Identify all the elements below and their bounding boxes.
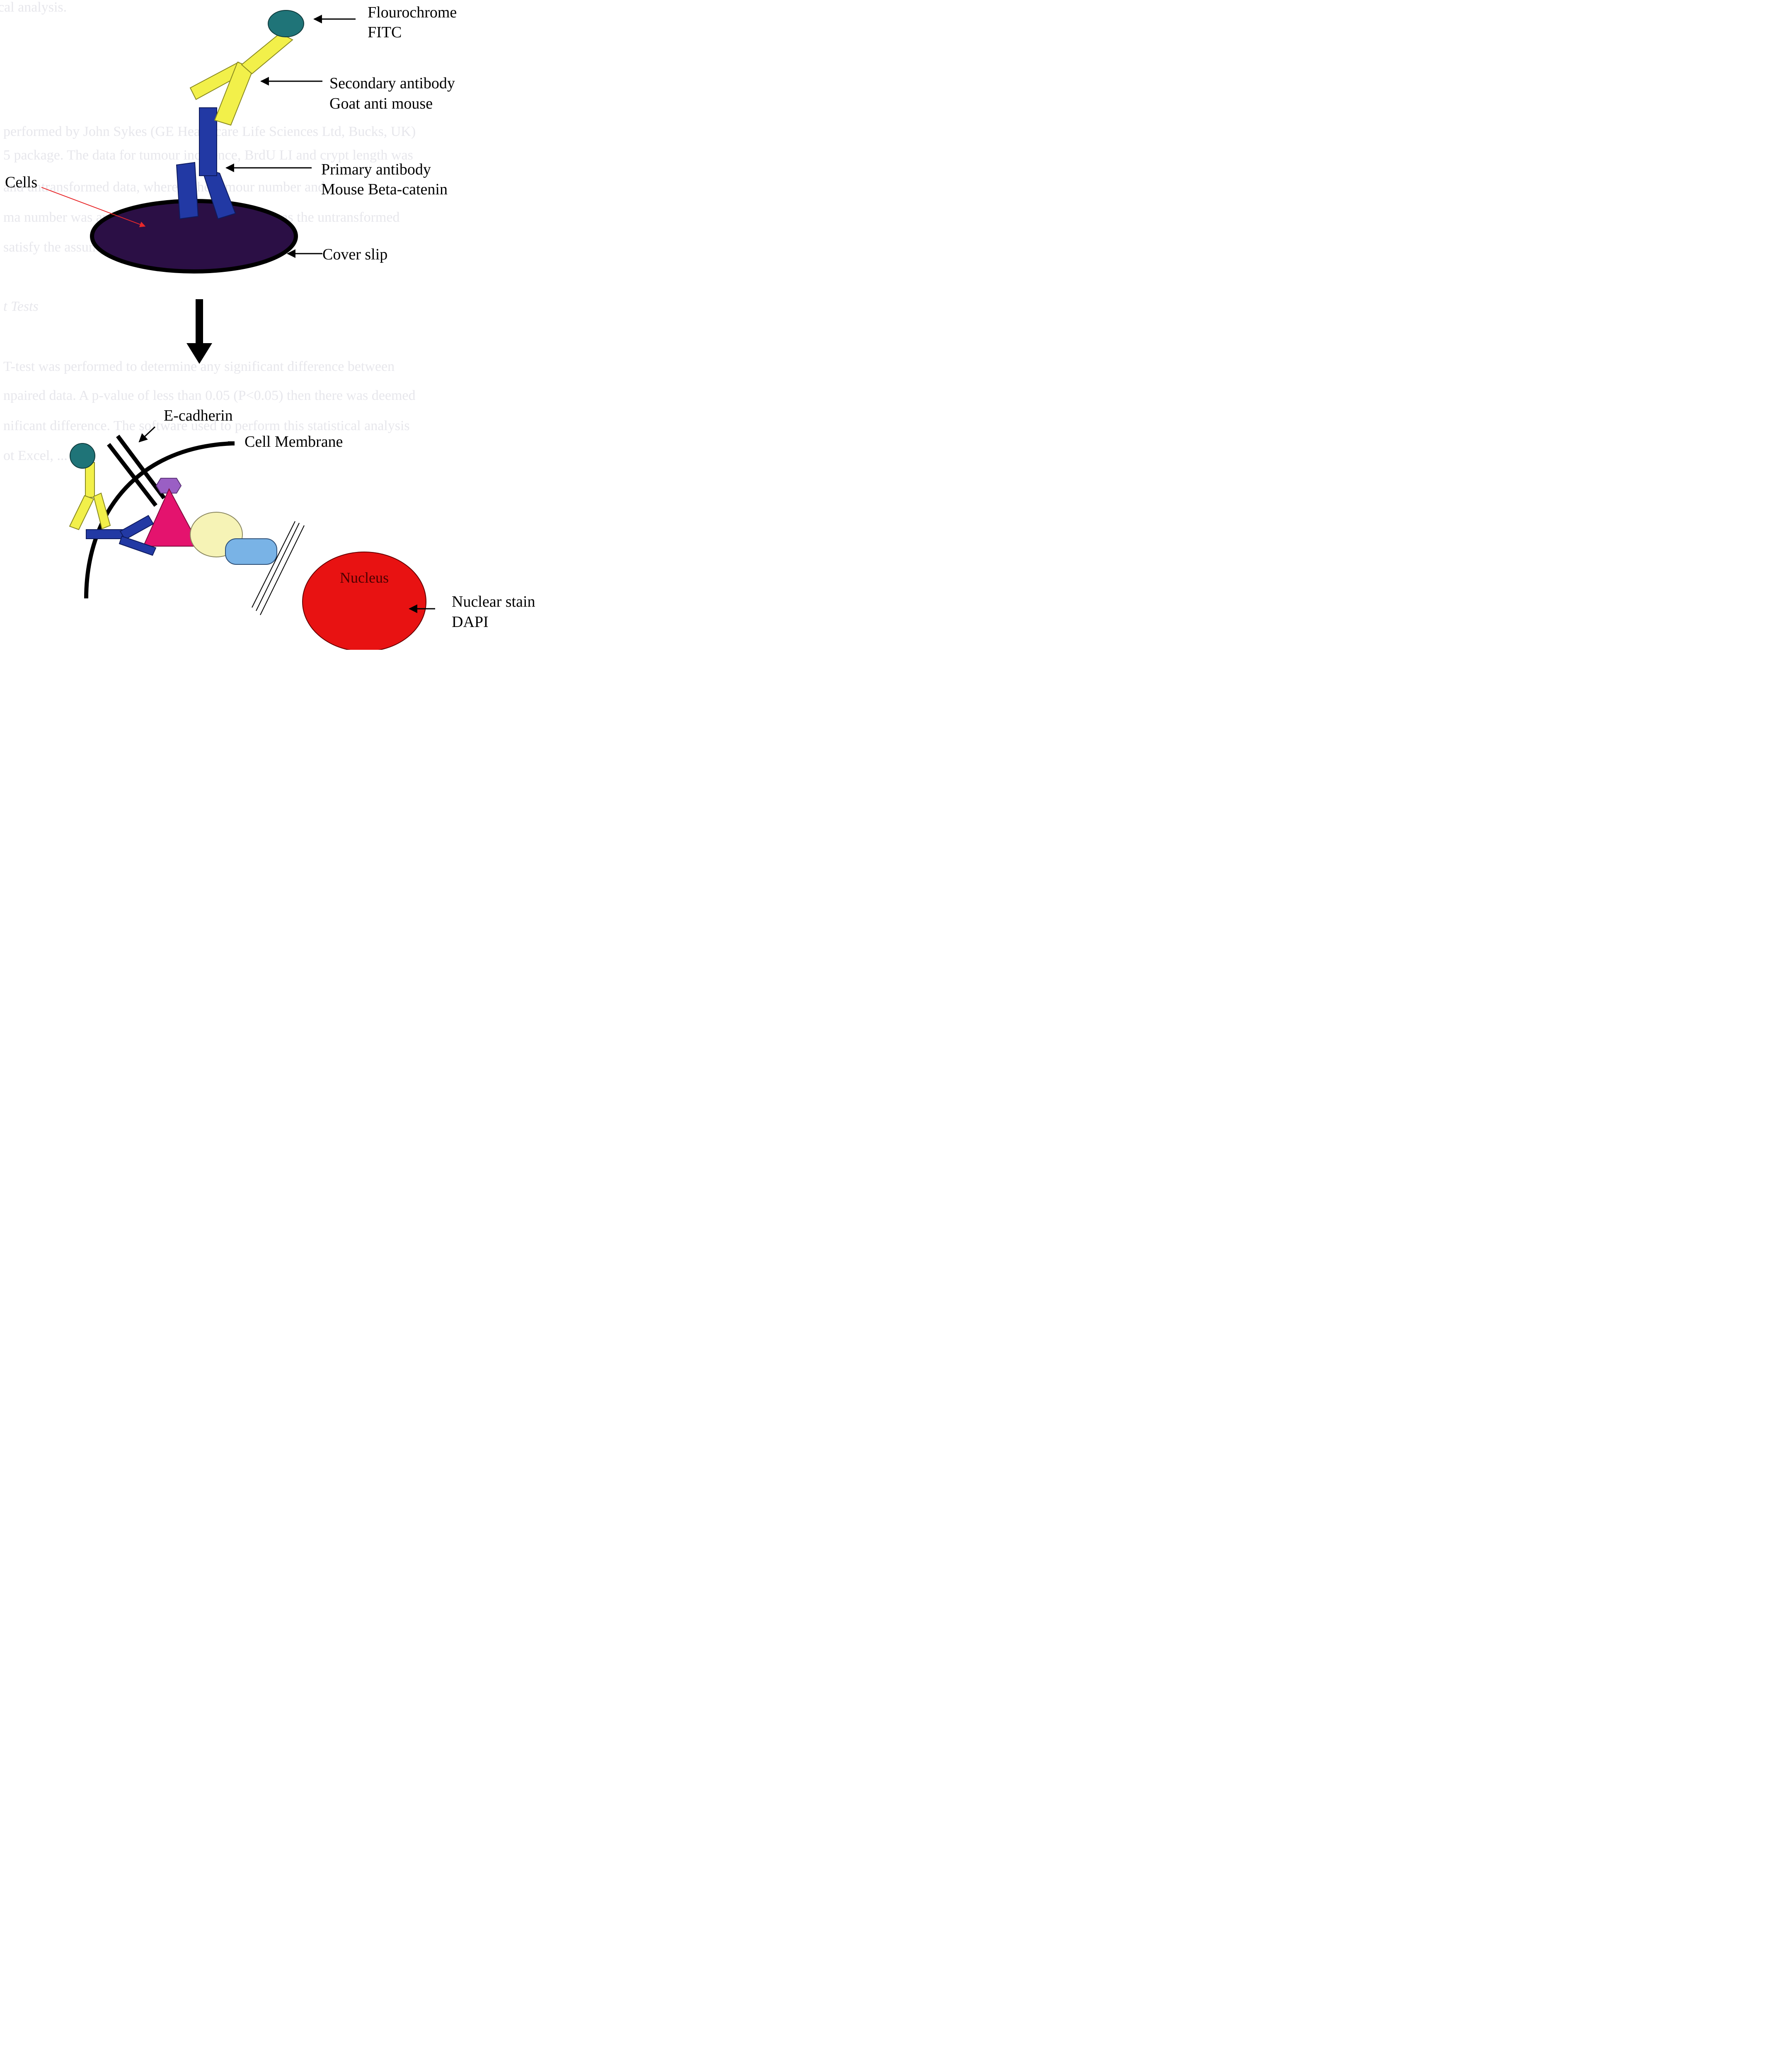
down-arrow-shaft xyxy=(196,299,203,344)
nuclear-stain-label: Nuclear stain xyxy=(452,593,535,610)
process-down-arrow xyxy=(186,299,212,364)
nucleus xyxy=(303,552,426,650)
membrane-secondary-antibody xyxy=(70,462,110,530)
immunofluorescence-diagram: cal analysis. performed by John Sykes (G… xyxy=(0,0,553,650)
membrane-primary-antibody xyxy=(86,516,156,555)
goat-anti-mouse-label: Goat anti mouse xyxy=(329,95,433,112)
bg-text-line: cal analysis. xyxy=(0,0,67,15)
cover-slip-label: Cover slip xyxy=(322,246,387,263)
bg-text-line: npaired data. A p-value of less than 0.0… xyxy=(3,388,416,403)
bg-text-line: and untransformed data, whereas the tumo… xyxy=(3,179,325,195)
mouse-beta-catenin-label: Mouse Beta-catenin xyxy=(321,181,448,198)
fitc-label: FITC xyxy=(368,24,402,41)
primary-antibody-left-arm xyxy=(177,162,198,219)
membrane-antibody-stem xyxy=(86,530,123,539)
bg-text-line: ot Excel, ... xyxy=(3,448,68,463)
membrane-fluorochrome xyxy=(70,443,95,468)
light-blue-capsule xyxy=(225,539,277,564)
break-line xyxy=(256,523,299,611)
cell-membrane-label: Cell Membrane xyxy=(245,433,343,450)
primary-antibody-stem xyxy=(199,108,217,176)
membrane-secondary-left-arm xyxy=(70,496,94,530)
fluorochrome-fitc xyxy=(268,10,304,37)
primary-antibody-label: Primary antibody xyxy=(321,161,431,178)
bg-text-line: t Tests xyxy=(3,299,39,314)
secondary-antibody-stem xyxy=(242,33,293,74)
e-cadherin-label: E-cadherin xyxy=(164,407,233,424)
dapi-label: DAPI xyxy=(452,613,489,631)
diagram-canvas: cal analysis. performed by John Sykes (G… xyxy=(0,0,553,650)
nucleus-label: Nucleus xyxy=(340,569,389,586)
fluorochrome-label: Flourochrome xyxy=(368,4,457,21)
secondary-antibody-label: Secondary antibody xyxy=(329,75,455,92)
cells-label: Cells xyxy=(5,174,37,191)
